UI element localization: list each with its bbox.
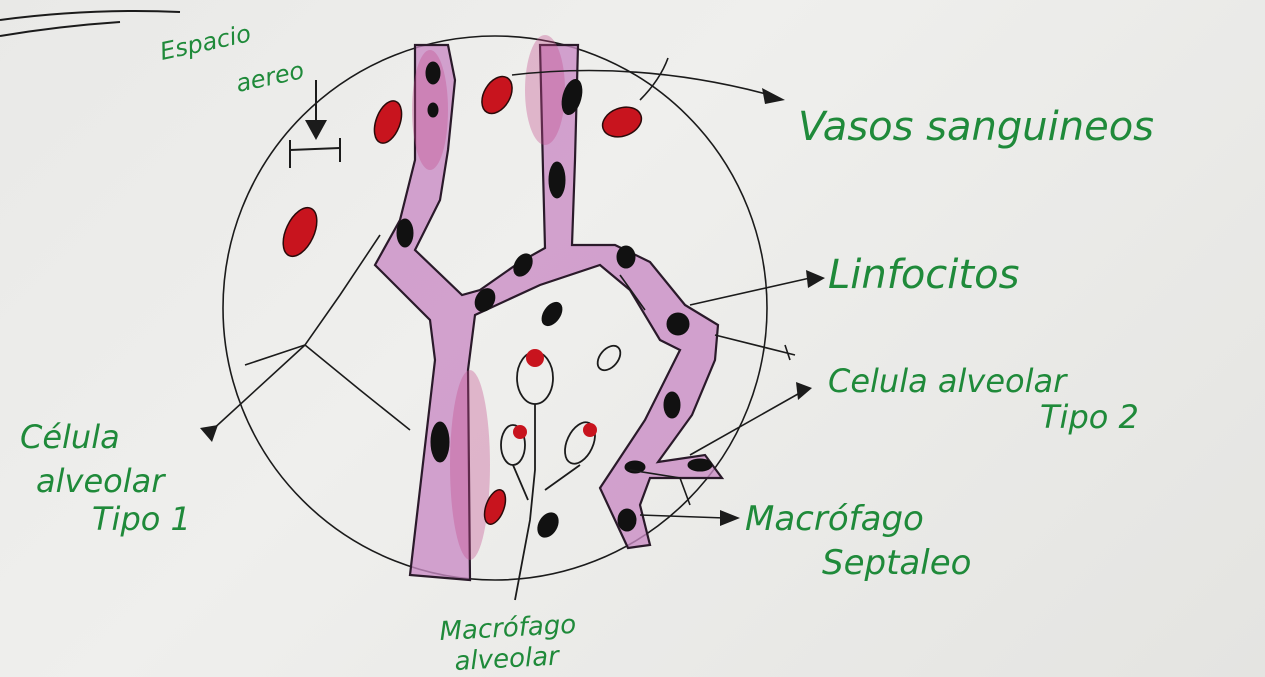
label-tipo1-line3: Tipo 1 (92, 500, 191, 538)
macrophage-granules (513, 349, 597, 439)
nucleus (428, 103, 438, 117)
label-septal-line2: Septaleo (822, 543, 971, 583)
nucleus (688, 459, 712, 471)
label-tipo1-line2: alveolar (36, 462, 166, 500)
air-space-arrowhead (305, 120, 327, 140)
corner-strokes (0, 11, 180, 36)
nucleus (431, 422, 449, 462)
label-vasos-sanguineos: Vasos sanguineos (798, 104, 1154, 150)
nucleus (667, 313, 689, 335)
rbc (598, 102, 645, 142)
label-tipo1-line1: Célula (20, 418, 120, 456)
labels: Espacio aereo Vasos sanguineos Linfocito… (20, 19, 1154, 677)
rbc (476, 71, 519, 119)
rbc (369, 97, 407, 147)
nucleus (618, 509, 636, 531)
label-espacio-line2: aereo (233, 56, 306, 98)
label-linfocitos: Linfocitos (828, 252, 1019, 298)
rbc (276, 203, 323, 262)
nucleus (426, 62, 440, 84)
nucleus (534, 509, 563, 541)
label-espacio-line1: Espacio (157, 19, 253, 66)
alveolar-macrophages (501, 341, 625, 600)
label-septal-line1: Macrófago (745, 499, 924, 539)
arrowheads (200, 88, 825, 526)
label-tipo2-line1: Celula alveolar (828, 362, 1068, 400)
nucleus (397, 219, 413, 247)
nucleus (664, 392, 680, 418)
nucleus (549, 162, 565, 198)
nucleus (538, 299, 566, 329)
nucleus (617, 246, 635, 268)
label-tipo2-line2: Tipo 2 (1040, 398, 1139, 436)
label-alveolar-line2: alveolar (454, 641, 562, 677)
